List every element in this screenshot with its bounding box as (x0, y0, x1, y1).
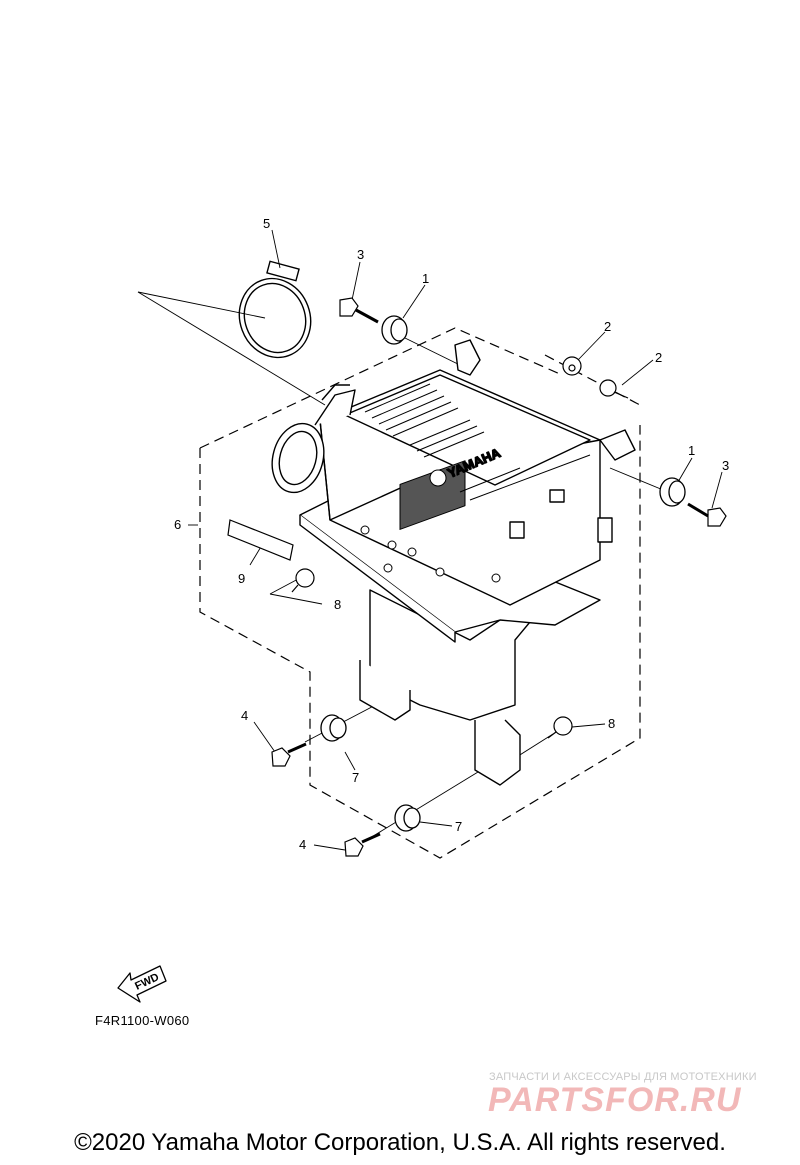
callout-5: 5 (263, 216, 270, 231)
callout-2-lower: 2 (655, 350, 662, 365)
callout-8-right: 8 (608, 716, 615, 731)
hose-clamp-part-5 (238, 260, 312, 359)
callout-1-top: 1 (422, 271, 429, 286)
callout-4-upper: 4 (241, 708, 248, 723)
callout-6: 6 (174, 517, 181, 532)
callout-labels: 5 3 1 2 2 1 3 6 9 8 4 8 7 7 4 (174, 216, 729, 852)
callout-1-right: 1 (688, 443, 695, 458)
watermark-tagline: ЗАПЧАСТИ И АКСЕССУАРЫ ДЛЯ МОТОТЕХНИКИ (489, 1071, 757, 1083)
collar-part-8 (291, 568, 573, 739)
bolt-part-4 (271, 742, 381, 857)
copyright-notice: ©2020 Yamaha Motor Corporation, U.S.A. A… (74, 1129, 726, 1156)
callout-3-right: 3 (722, 458, 729, 473)
callout-7-upper: 7 (352, 770, 359, 785)
callout-7-lower: 7 (455, 819, 462, 834)
forward-direction-arrow: FWD (117, 965, 167, 1003)
watermark-logo: PARTSFOR.RU (488, 1081, 742, 1119)
callout-3-top: 3 (357, 247, 364, 262)
callout-9: 9 (238, 571, 245, 586)
collar-part-2 (562, 356, 629, 399)
damper-part-7 (320, 714, 421, 832)
air-filter-case: YAMAHA (271, 339, 636, 786)
callout-4-lower: 4 (299, 837, 306, 852)
grommet-part-1 (381, 315, 686, 507)
bolt-part-3 (339, 297, 727, 527)
label-part-9 (227, 519, 294, 561)
diagram-reference-code: F4R1100-W060 (95, 1013, 190, 1028)
louver-vents (364, 383, 485, 458)
callout-2-upper: 2 (604, 319, 611, 334)
leader-lines (137, 229, 723, 851)
callout-8-left: 8 (334, 597, 341, 612)
lid-fasteners (360, 525, 501, 583)
